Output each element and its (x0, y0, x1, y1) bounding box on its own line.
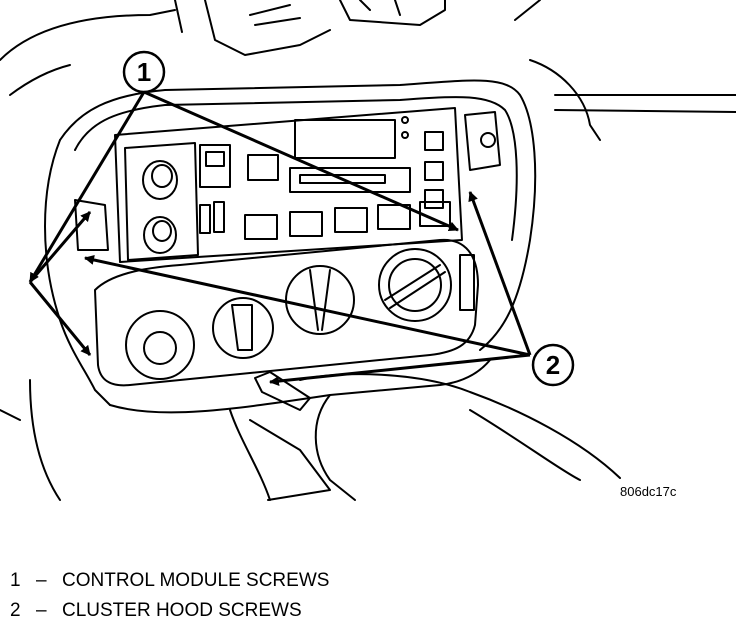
figure-code: 806dc17c (620, 484, 677, 499)
arrow-line (269, 353, 531, 387)
legend-text: CONTROL MODULE SCREWS (62, 570, 330, 591)
callout-1: 1 (28, 50, 459, 356)
legend-text: CLUSTER HOOD SCREWS (62, 600, 302, 621)
legend-dash: – (36, 570, 47, 591)
dashboard-drawing (0, 0, 736, 501)
arrow-line (28, 281, 92, 356)
legend-number: 2 (10, 600, 21, 621)
legend-number: 1 (10, 570, 21, 591)
diagram-figure: 1 2 806dc17c (0, 0, 736, 501)
arrow-line (143, 90, 459, 232)
legend-dash: – (36, 600, 47, 621)
arrow-line (468, 191, 532, 356)
callout-number: 2 (546, 350, 560, 380)
callout-circle (531, 343, 575, 387)
callout-2: 2 (84, 191, 575, 387)
legend-item: 2–CLUSTER HOOD SCREWS (10, 596, 329, 626)
legend-item: 1–CONTROL MODULE SCREWS (10, 566, 329, 596)
arrow-line (84, 255, 531, 357)
legend: 1–CONTROL MODULE SCREWS 2–CLUSTER HOOD S… (10, 566, 329, 626)
arrow-line (28, 211, 92, 283)
arrow-line (28, 91, 146, 283)
callout-number: 1 (137, 57, 151, 87)
